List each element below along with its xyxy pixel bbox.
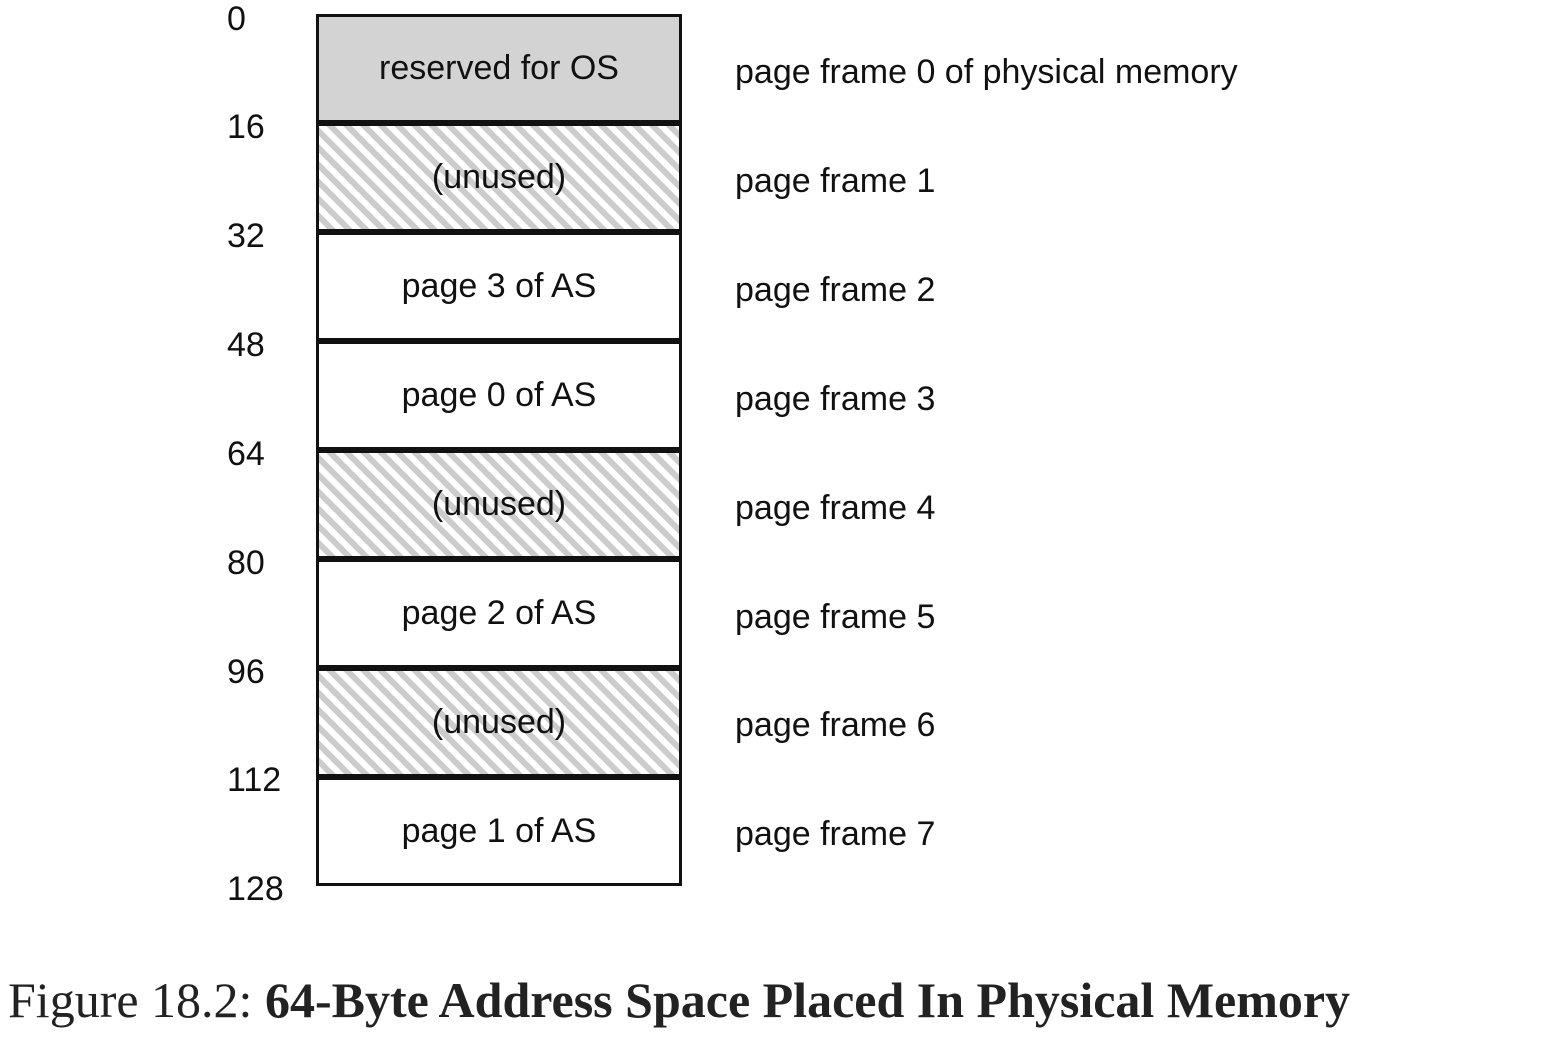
figure-caption: Figure 18.2: 64-Byte Address Space Place… — [8, 972, 1350, 1028]
frame-box-2: page 3 of AS — [316, 232, 682, 341]
address-label: 32 — [227, 217, 265, 255]
frame-content: page 1 of AS — [401, 812, 597, 850]
frame-box-4: (unused) — [316, 450, 682, 559]
frame-name-label: page frame 6 — [735, 706, 936, 744]
frame-name-label: page frame 5 — [735, 598, 936, 636]
frame-content: reserved for OS — [379, 49, 619, 87]
frame-name-label: page frame 1 — [735, 162, 936, 200]
frame-content: page 3 of AS — [401, 267, 597, 305]
address-label: 96 — [227, 653, 265, 691]
caption-prefix: Figure 18.2: — [8, 972, 265, 1028]
address-label: 80 — [227, 544, 265, 582]
frame-content: (unused) — [431, 158, 567, 196]
frame-content: page 0 of AS — [401, 376, 597, 414]
frame-box-7: page 1 of AS — [316, 777, 682, 886]
frame-name-label: page frame 2 — [735, 271, 936, 309]
address-label: 64 — [227, 435, 265, 473]
address-label: 112 — [227, 761, 282, 799]
frame-box-3: page 0 of AS — [316, 341, 682, 450]
frame-box-0: reserved for OS — [316, 14, 682, 123]
frame-content: (unused) — [431, 703, 567, 741]
address-label: 16 — [227, 108, 265, 146]
frame-name-label: page frame 4 — [735, 489, 936, 527]
frame-name-label: page frame 0 of physical memory — [735, 53, 1238, 91]
frame-content: page 2 of AS — [401, 594, 597, 632]
frame-box-6: (unused) — [316, 668, 682, 777]
memory-column: reserved for OS (unused) page 3 of AS pa… — [316, 14, 682, 888]
frame-content: (unused) — [431, 485, 567, 523]
frame-name-label: page frame 7 — [735, 815, 936, 853]
frame-box-1: (unused) — [316, 123, 682, 232]
frame-name-label: page frame 3 — [735, 380, 936, 418]
address-label: 0 — [227, 0, 246, 38]
address-label: 48 — [227, 326, 265, 364]
frame-box-5: page 2 of AS — [316, 559, 682, 668]
address-label: 128 — [227, 870, 284, 908]
caption-title: 64-Byte Address Space Placed In Physical… — [264, 972, 1351, 1028]
